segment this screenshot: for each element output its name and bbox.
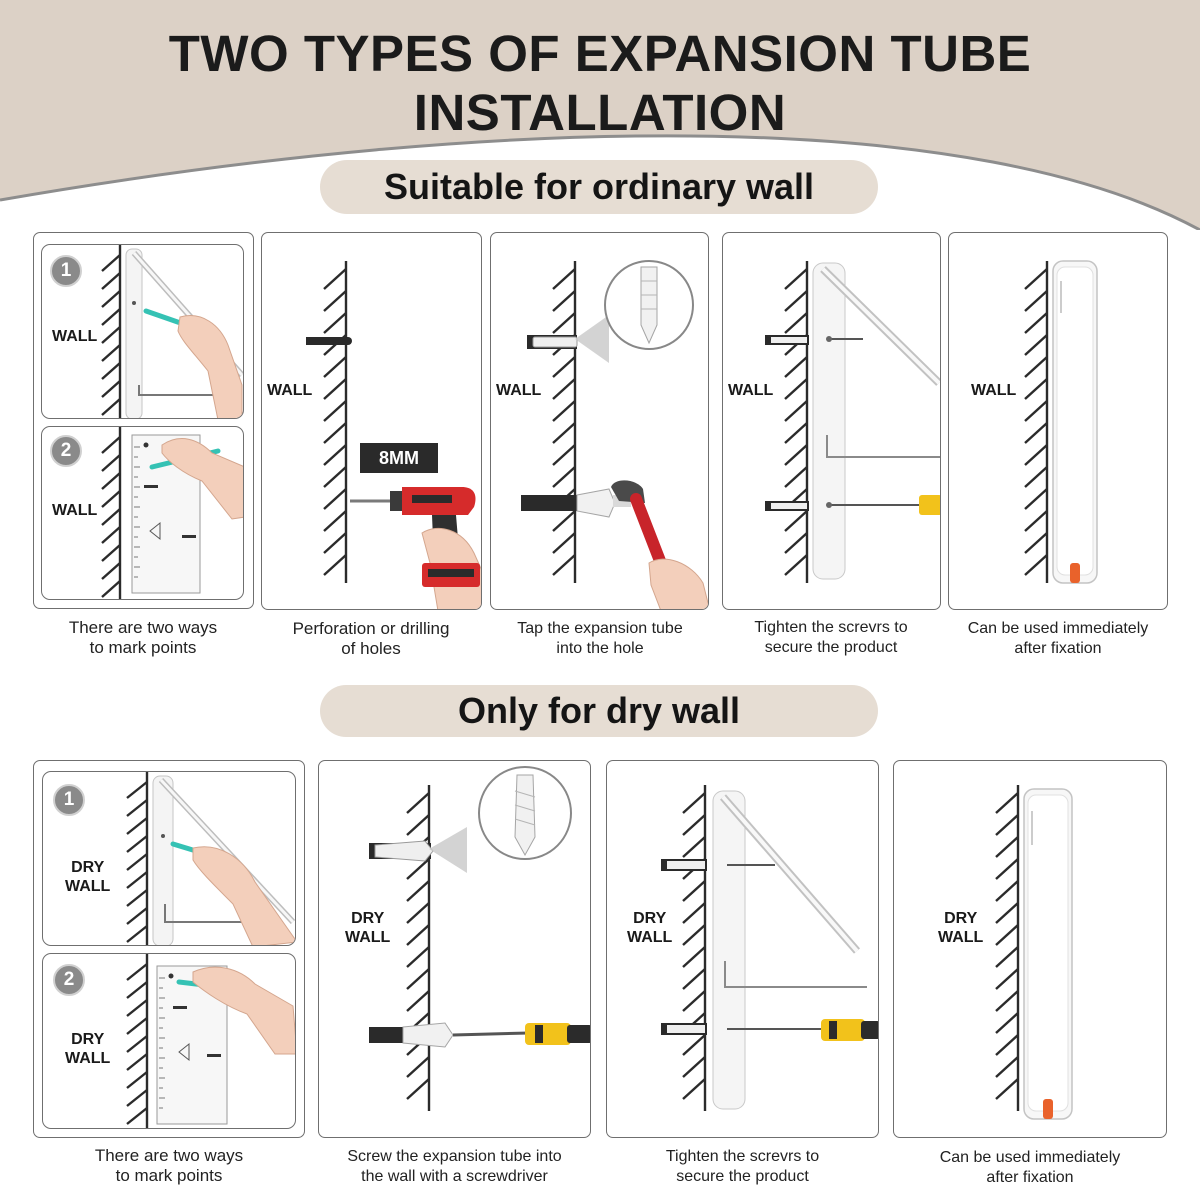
dry-step-ready-panel: DRY WALL bbox=[893, 760, 1167, 1138]
dry-wall-label: DRY WALL bbox=[65, 859, 111, 895]
dry-tighten-screws-illustration bbox=[661, 785, 878, 1111]
dry-step-screw-tube-panel: DRY WALL bbox=[318, 760, 591, 1138]
step-mark-points-panel: 1 WALL bbox=[33, 232, 254, 609]
installed-hanger-illustration bbox=[1024, 260, 1098, 584]
dry-mark-method-2-illustration bbox=[126, 954, 295, 1128]
step-badge-1: 1 bbox=[50, 255, 82, 287]
step-tap-tube-panel: WALL bbox=[490, 232, 709, 610]
step-tighten-screws-panel: WALL bbox=[722, 232, 941, 610]
dry-mark-method-1-panel: 1 DRY WALL bbox=[42, 771, 296, 946]
tighten-screws-illustration bbox=[765, 261, 940, 583]
mark-method-1-illustration bbox=[101, 245, 243, 418]
header-band bbox=[0, 0, 1200, 230]
dry-step-mark-points-panel: 1 DRY WALL bbox=[33, 760, 305, 1138]
step-badge-2: 2 bbox=[50, 435, 82, 467]
wall-label: WALL bbox=[496, 382, 542, 399]
dry-mark-method-2-panel: 2 DRY WALL bbox=[42, 953, 296, 1129]
step-drilling-panel: 8MM WALL bbox=[261, 232, 482, 610]
page-title: TWO TYPES OF EXPANSION TUBE INSTALLATION bbox=[168, 25, 1032, 141]
dry-caption-screw-tube: Screw the expansion tube into the wall w… bbox=[347, 1148, 562, 1185]
caption-ready: Can be used immediately after fixation bbox=[967, 620, 1149, 657]
dry-step-badge-2: 2 bbox=[53, 964, 85, 996]
wall-label: WALL bbox=[52, 502, 98, 519]
dry-wall-label: DRY WALL bbox=[627, 910, 673, 946]
dry-caption-mark-points: There are two ways to mark points bbox=[94, 1146, 244, 1185]
screw-tube-illustration bbox=[369, 766, 590, 1111]
step-ready-panel: WALL bbox=[948, 232, 1168, 610]
section-heading-ordinary-wall: Suitable for ordinary wall bbox=[320, 160, 878, 214]
tap-tube-illustration bbox=[521, 260, 708, 609]
dry-installed-hanger-illustration bbox=[995, 785, 1073, 1120]
drilling-illustration bbox=[306, 261, 481, 609]
wall-label: WALL bbox=[52, 328, 98, 345]
section-heading-dry-wall: Only for dry wall bbox=[320, 685, 878, 737]
dry-caption-ready: Can be used immediately after fixation bbox=[939, 1149, 1121, 1186]
caption-mark-points: There are two ways to mark points bbox=[68, 618, 218, 657]
mark-method-2-panel: 2 WALL bbox=[41, 426, 244, 600]
mark-method-1-panel: 1 WALL bbox=[41, 244, 244, 419]
dry-caption-tighten-screws: Tighten the screvrs to secure the produc… bbox=[665, 1148, 820, 1185]
caption-tighten-screws: Tighten the screvrs to secure the produc… bbox=[754, 619, 908, 656]
caption-tap-tube: Tap the expansion tube into the hole bbox=[517, 620, 683, 657]
caption-drilling: Perforation or drilling of holes bbox=[292, 619, 450, 658]
dry-wall-label: DRY WALL bbox=[65, 1031, 111, 1067]
dry-mark-method-1-illustration bbox=[126, 772, 295, 945]
wall-label: WALL bbox=[267, 382, 313, 399]
wall-label: WALL bbox=[728, 382, 774, 399]
drill-size-badge: 8MM bbox=[360, 443, 438, 473]
dry-step-tighten-screws-panel: DRY WALL bbox=[606, 760, 879, 1138]
dry-step-badge-1: 1 bbox=[53, 784, 85, 816]
mark-method-2-illustration bbox=[101, 427, 243, 599]
dry-wall-label: DRY WALL bbox=[938, 910, 984, 946]
wall-label: WALL bbox=[971, 382, 1017, 399]
dry-wall-label: DRY WALL bbox=[345, 910, 391, 946]
